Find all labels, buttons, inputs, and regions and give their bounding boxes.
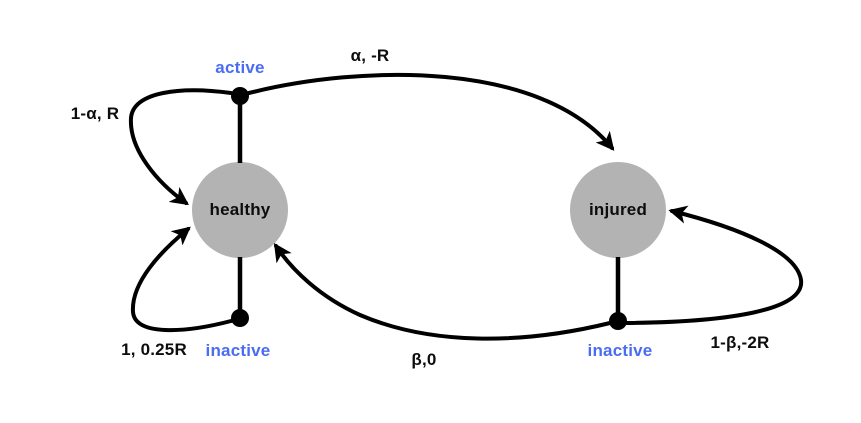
active-action-label: active xyxy=(215,58,265,77)
injured-inactive-action-node xyxy=(609,312,627,330)
transition-inactive-to-healthy-self-arrow xyxy=(130,226,233,333)
healthy-active-action-node xyxy=(231,87,249,105)
healthy-state-circle xyxy=(192,162,288,258)
transition-label-beta: β,0 xyxy=(411,350,437,369)
transition-label-stay-healthy: 1, 0.25R xyxy=(121,340,187,359)
transition-injured-inactive-to-healthy-arrow xyxy=(273,242,612,341)
injured-inactive-action-label: inactive xyxy=(587,341,653,360)
injured-state-label: injured xyxy=(588,200,648,219)
transition-label-one-minus-alpha: 1-α, R xyxy=(70,104,120,123)
healthy-inactive-action-node xyxy=(231,309,249,327)
injured-state-circle xyxy=(570,162,666,258)
transition-active-to-injured-arrow xyxy=(247,72,615,151)
transition-inactive-to-injured-self-arrow xyxy=(625,205,804,325)
transition-label-one-minus-beta: 1-β,-2R xyxy=(710,333,770,352)
transition-active-to-healthy-arrow xyxy=(128,88,233,206)
healthy-inactive-action-label: inactive xyxy=(205,341,271,360)
healthy-state-label: healthy xyxy=(209,200,271,219)
transition-label-alpha: α, -R xyxy=(350,46,390,65)
